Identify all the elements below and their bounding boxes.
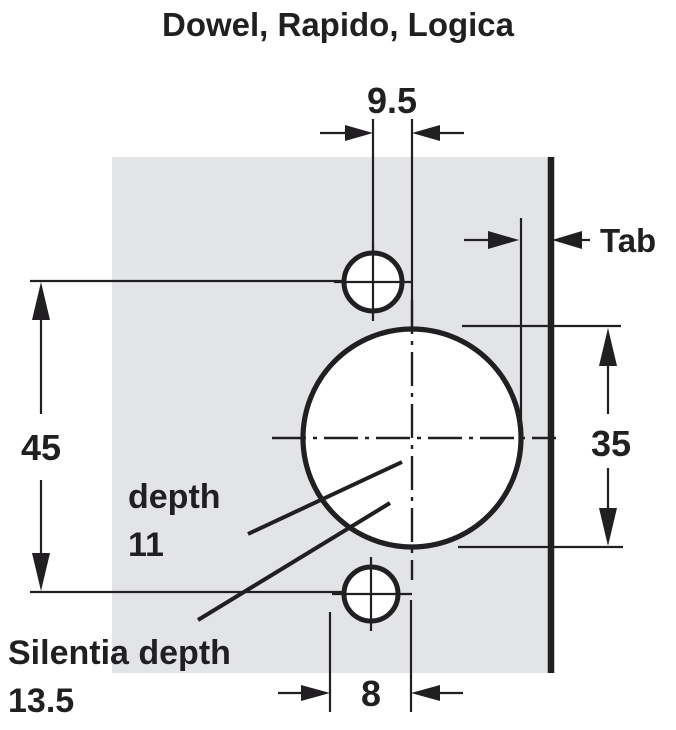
depth-note-line1: depth	[128, 478, 221, 516]
dimension-8-arrow-left	[301, 685, 330, 701]
dimension-9-5-label: 9.5	[367, 80, 417, 121]
tab-arrow-inner	[488, 231, 519, 249]
page-title: Dowel, Rapido, Logica	[162, 6, 515, 43]
dimension-45-arrow-down	[32, 553, 50, 591]
dimension-35-arrow-up	[599, 328, 617, 366]
silentia-note-line2: 13.5	[8, 682, 74, 720]
tab-label: Tab	[600, 222, 656, 259]
dimension-45-arrow-up	[32, 282, 50, 320]
depth-note-leader-line	[247, 460, 403, 536]
dimension-9-5-arrow-left	[345, 125, 373, 141]
silentia-note-leader-line	[196, 501, 392, 622]
dimension-9-5-arrow-right	[412, 125, 440, 141]
tab-arrow-outer	[552, 231, 582, 249]
dimension-45-label: 45	[21, 427, 61, 468]
dimension-8-label: 8	[361, 673, 381, 714]
dimension-8-arrow-right	[411, 685, 440, 701]
depth-note-line2: 11	[128, 526, 164, 564]
dimension-35-label: 35	[591, 423, 631, 464]
silentia-note-line1: Silentia depth	[8, 634, 231, 672]
dimension-35-arrow-down	[599, 508, 617, 546]
